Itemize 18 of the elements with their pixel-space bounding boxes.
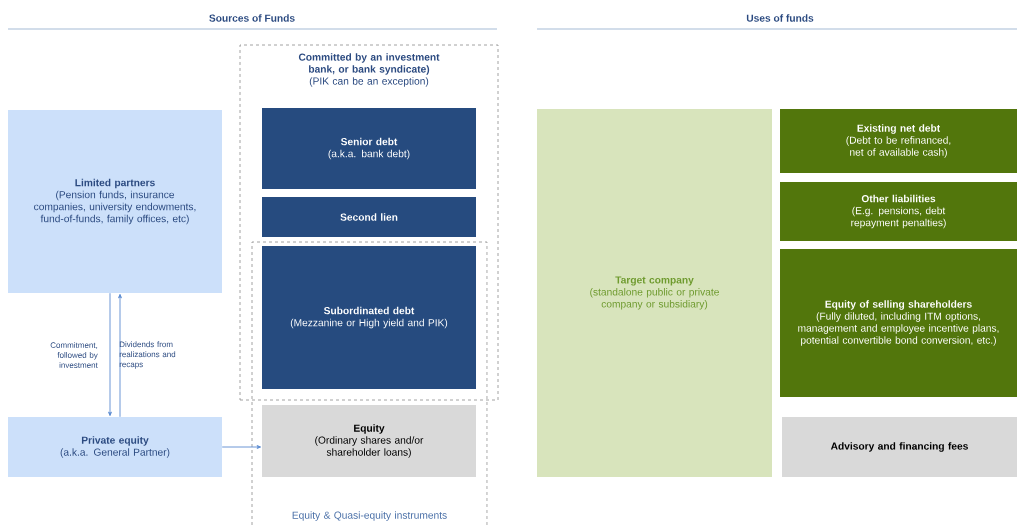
- arrow: [221, 445, 262, 449]
- debt-box: Senior debt (a.k.a. bank debt): [262, 108, 476, 189]
- debt-box: Second lien: [262, 197, 476, 237]
- liability-box: Equity of selling shareholders (Fully diluted, including ITM options, management and employee incentive plans, potential convertible bond conversion, etc.): [780, 249, 1017, 397]
- liability-box: Other liabilities (E.g. pensions, debt repayment penalties): [780, 182, 1017, 241]
- section-heading: Sources of Funds: [209, 14, 295, 22]
- edge-label: Commitment, followed by investment: [50, 342, 98, 368]
- liability-box: Existing net debt (Debt to be refinanced, net of available cash): [780, 109, 1017, 173]
- partner-box: Private equity (a.k.a. General Partner): [8, 417, 222, 477]
- target-box: Target company (standalone public or private company or subsidiary): [537, 109, 772, 477]
- arrow: [108, 292, 112, 417]
- partner-box: Limited partners (Pension funds, insurance companies, university endowments, fund-of-funds, family offices, etc): [8, 110, 222, 293]
- edge-label: Dividends from realizations and recaps: [119, 341, 176, 369]
- equity-box: Equity (Ordinary shares and/or shareholder loans): [262, 405, 476, 477]
- arrow: [118, 293, 122, 418]
- section-heading: Uses of funds: [746, 14, 814, 22]
- equity-box: Advisory and financing fees: [782, 417, 1017, 477]
- debt-box: Subordinated debt (Mezzanine or High yield and PIK): [262, 246, 476, 389]
